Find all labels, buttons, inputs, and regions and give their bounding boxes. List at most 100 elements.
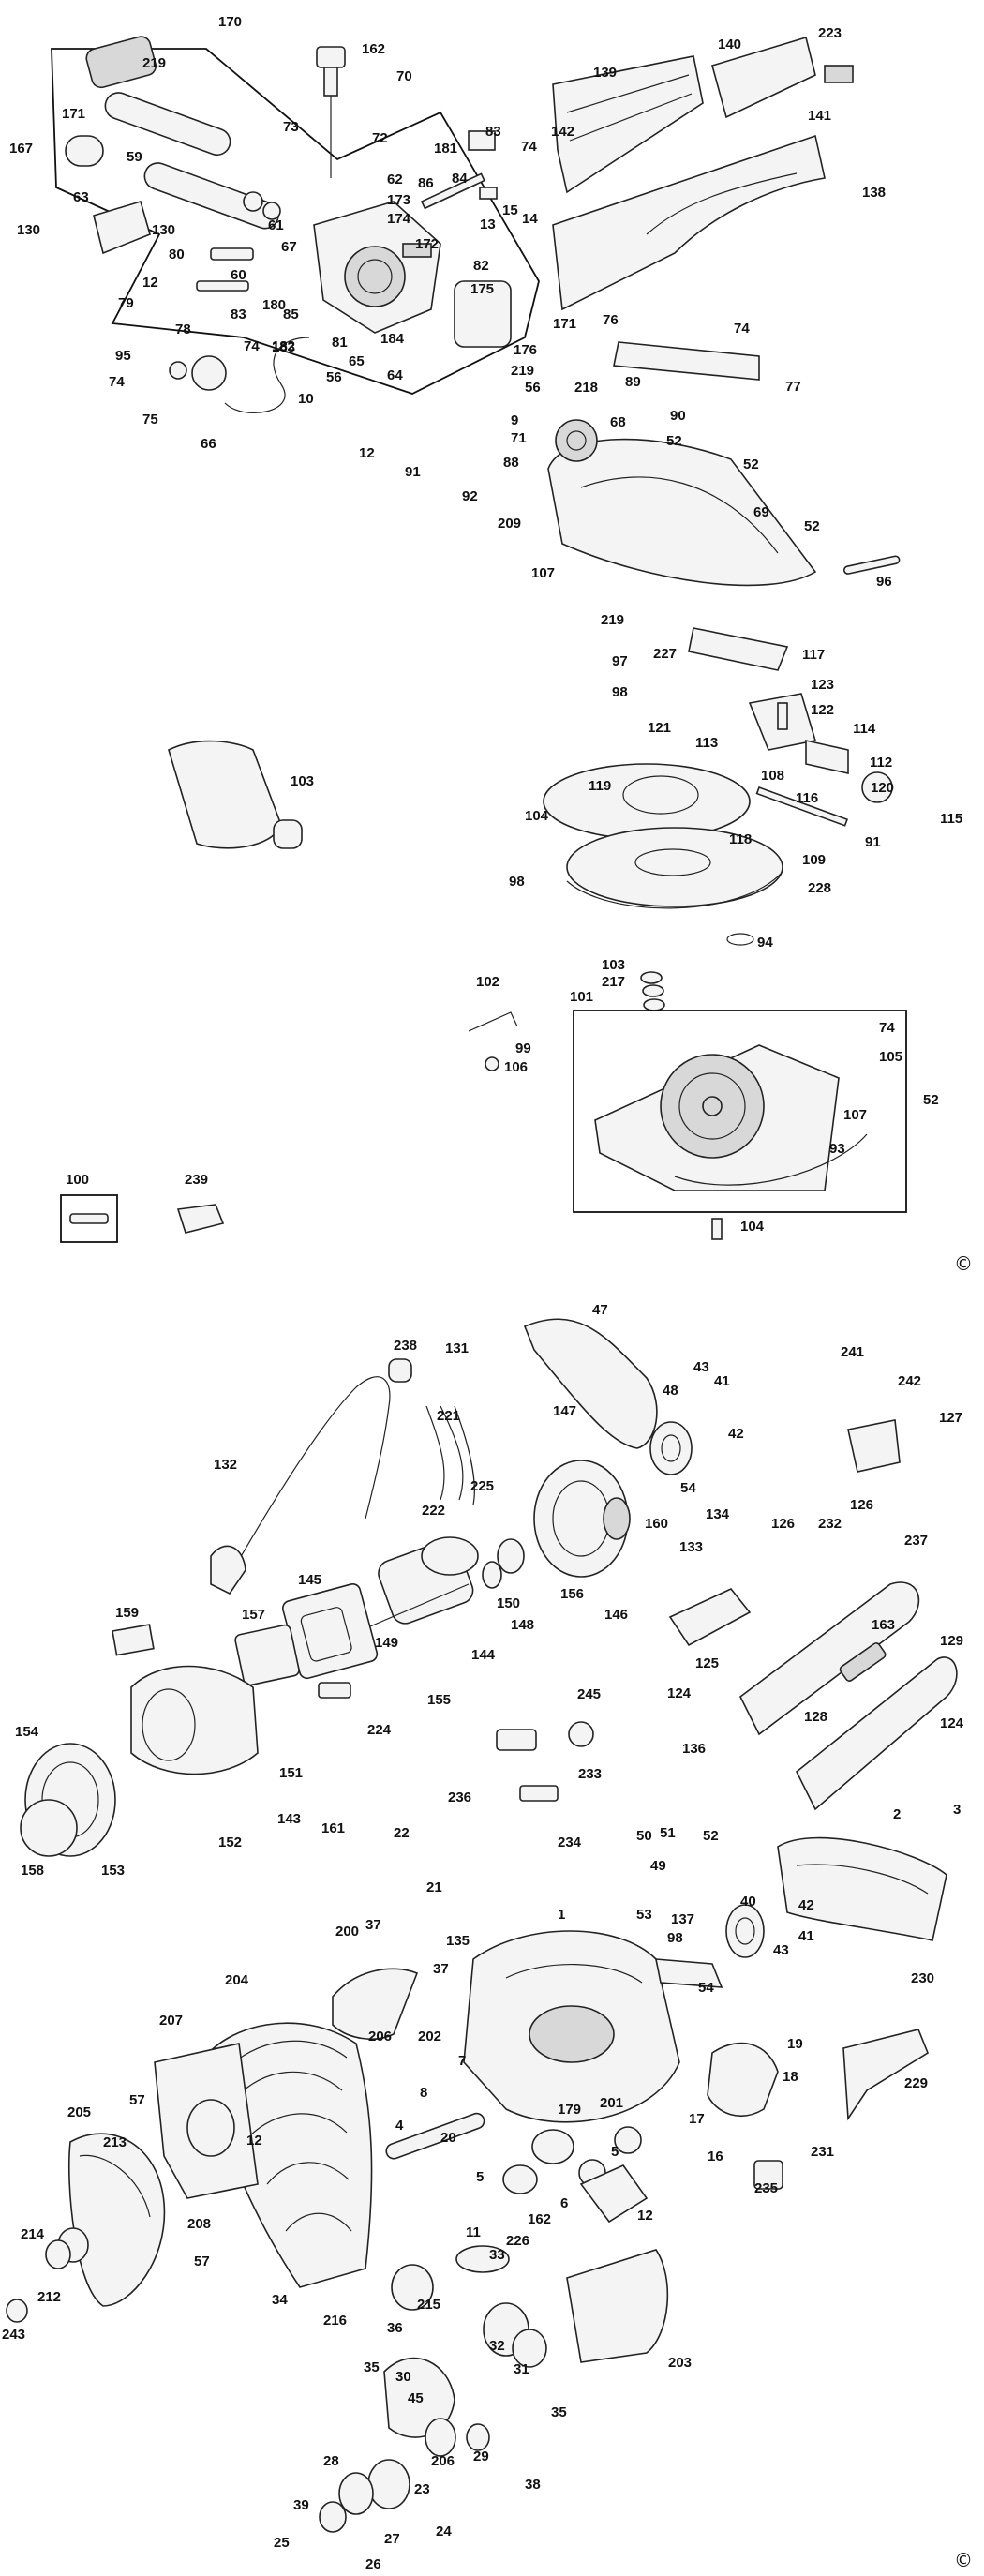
- callout: 129: [940, 1633, 963, 1649]
- callout: 139: [593, 65, 617, 81]
- callout: 242: [898, 1373, 921, 1389]
- callout: 47: [592, 1302, 608, 1318]
- callout: 52: [666, 433, 682, 449]
- callout: 70: [396, 68, 412, 84]
- callout: 91: [405, 464, 421, 480]
- callout: 98: [667, 1930, 683, 1946]
- callout: 146: [604, 1607, 628, 1623]
- switch-connectors: [318, 1682, 594, 1802]
- belt-cover-45: [566, 2249, 669, 2363]
- callout: 22: [394, 1825, 410, 1841]
- callout: 73: [283, 119, 299, 135]
- dust-bag-239: [168, 740, 303, 849]
- callout: 81: [332, 335, 348, 351]
- lock-knob-70: [316, 46, 346, 178]
- callout: 95: [115, 348, 131, 364]
- lower-assembly: [6, 1318, 958, 2533]
- guard-links: [688, 627, 893, 827]
- callout: 51: [660, 1825, 676, 1841]
- callout: 100: [66, 1172, 89, 1188]
- callout: 74: [244, 338, 260, 354]
- belt-47: [523, 1318, 658, 1449]
- callout: 56: [525, 380, 541, 396]
- callout: 183: [272, 339, 295, 355]
- pin-117: [842, 555, 901, 575]
- callout: 20: [440, 2130, 456, 2146]
- callout: 162: [528, 2211, 551, 2227]
- callout: 12: [637, 2208, 653, 2224]
- callout: 206: [368, 2029, 392, 2044]
- blade-group: [543, 763, 783, 1011]
- callout: 203: [668, 2355, 692, 2371]
- callout: 71: [511, 430, 527, 446]
- callout: 41: [798, 1928, 814, 1944]
- callout: 225: [470, 1478, 494, 1494]
- callout: 149: [375, 1635, 398, 1651]
- callout: 48: [663, 1383, 678, 1399]
- callout: 229: [904, 2075, 928, 2091]
- callout: 155: [427, 1692, 451, 1708]
- bearing-148: [482, 1561, 502, 1589]
- callout: 42: [798, 1897, 814, 1913]
- callout: 140: [718, 37, 741, 52]
- callout: 18: [783, 2069, 798, 2085]
- callout: 42: [728, 1426, 744, 1442]
- callout: 162: [362, 41, 385, 57]
- callout: 10: [298, 391, 314, 407]
- callout: 131: [445, 1340, 469, 1356]
- callout: 91: [865, 834, 881, 850]
- callout: 113: [695, 735, 718, 751]
- callout: 143: [277, 1811, 301, 1827]
- callout: 157: [242, 1607, 265, 1623]
- clamp-837: [176, 1204, 225, 1234]
- callout: 171: [62, 106, 85, 122]
- callout: 159: [115, 1605, 139, 1621]
- callout: 104: [740, 1219, 765, 1235]
- cable-209: [224, 337, 310, 413]
- callout: 167: [9, 141, 33, 157]
- callout: 102: [476, 974, 499, 990]
- callout: 120: [871, 780, 894, 796]
- grommet-238: [388, 1358, 412, 1383]
- callout: 141: [808, 108, 831, 124]
- label-159: [112, 1624, 155, 1656]
- fence-95: [613, 341, 760, 381]
- callout: 59: [127, 149, 142, 165]
- callout: 227: [653, 646, 677, 662]
- power-cable-132: [224, 1376, 391, 1585]
- callout: 12: [246, 2133, 262, 2149]
- callout: 35: [551, 2404, 567, 2420]
- callout: 163: [872, 1617, 895, 1633]
- callout: 28: [323, 2453, 339, 2469]
- callout: 142: [551, 124, 574, 140]
- callout: 213: [103, 2134, 127, 2150]
- callout: 35: [364, 2359, 380, 2375]
- tool-800: [60, 1194, 118, 1243]
- callout: 68: [610, 414, 626, 430]
- callout: 27: [384, 2531, 400, 2547]
- callout: 200: [335, 1924, 359, 1939]
- callout: 41: [714, 1373, 730, 1389]
- callout: 52: [923, 1092, 939, 1108]
- callout: 161: [321, 1820, 345, 1836]
- callout: 117: [802, 647, 825, 663]
- callout: 88: [503, 455, 519, 471]
- callout: 107: [843, 1107, 867, 1123]
- callout: 158: [21, 1863, 44, 1879]
- callout: 137: [671, 1911, 694, 1927]
- callout: 43: [773, 1942, 789, 1958]
- callout: 216: [323, 2313, 347, 2329]
- copyright-mark-1: ©: [954, 1252, 973, 1275]
- arm-housing-1: [463, 1930, 723, 2123]
- callout: 153: [101, 1863, 125, 1879]
- callout: 214: [21, 2226, 45, 2242]
- callout: 124: [667, 1685, 692, 1701]
- callout: 52: [804, 518, 820, 534]
- callout: 23: [414, 2481, 430, 2497]
- wires-131: [425, 1405, 475, 1505]
- callout: 130: [152, 222, 175, 238]
- callout: 114: [853, 721, 876, 737]
- callout: 124: [940, 1715, 964, 1731]
- flange-213-hub: [186, 2099, 235, 2157]
- callout: 9: [511, 412, 518, 428]
